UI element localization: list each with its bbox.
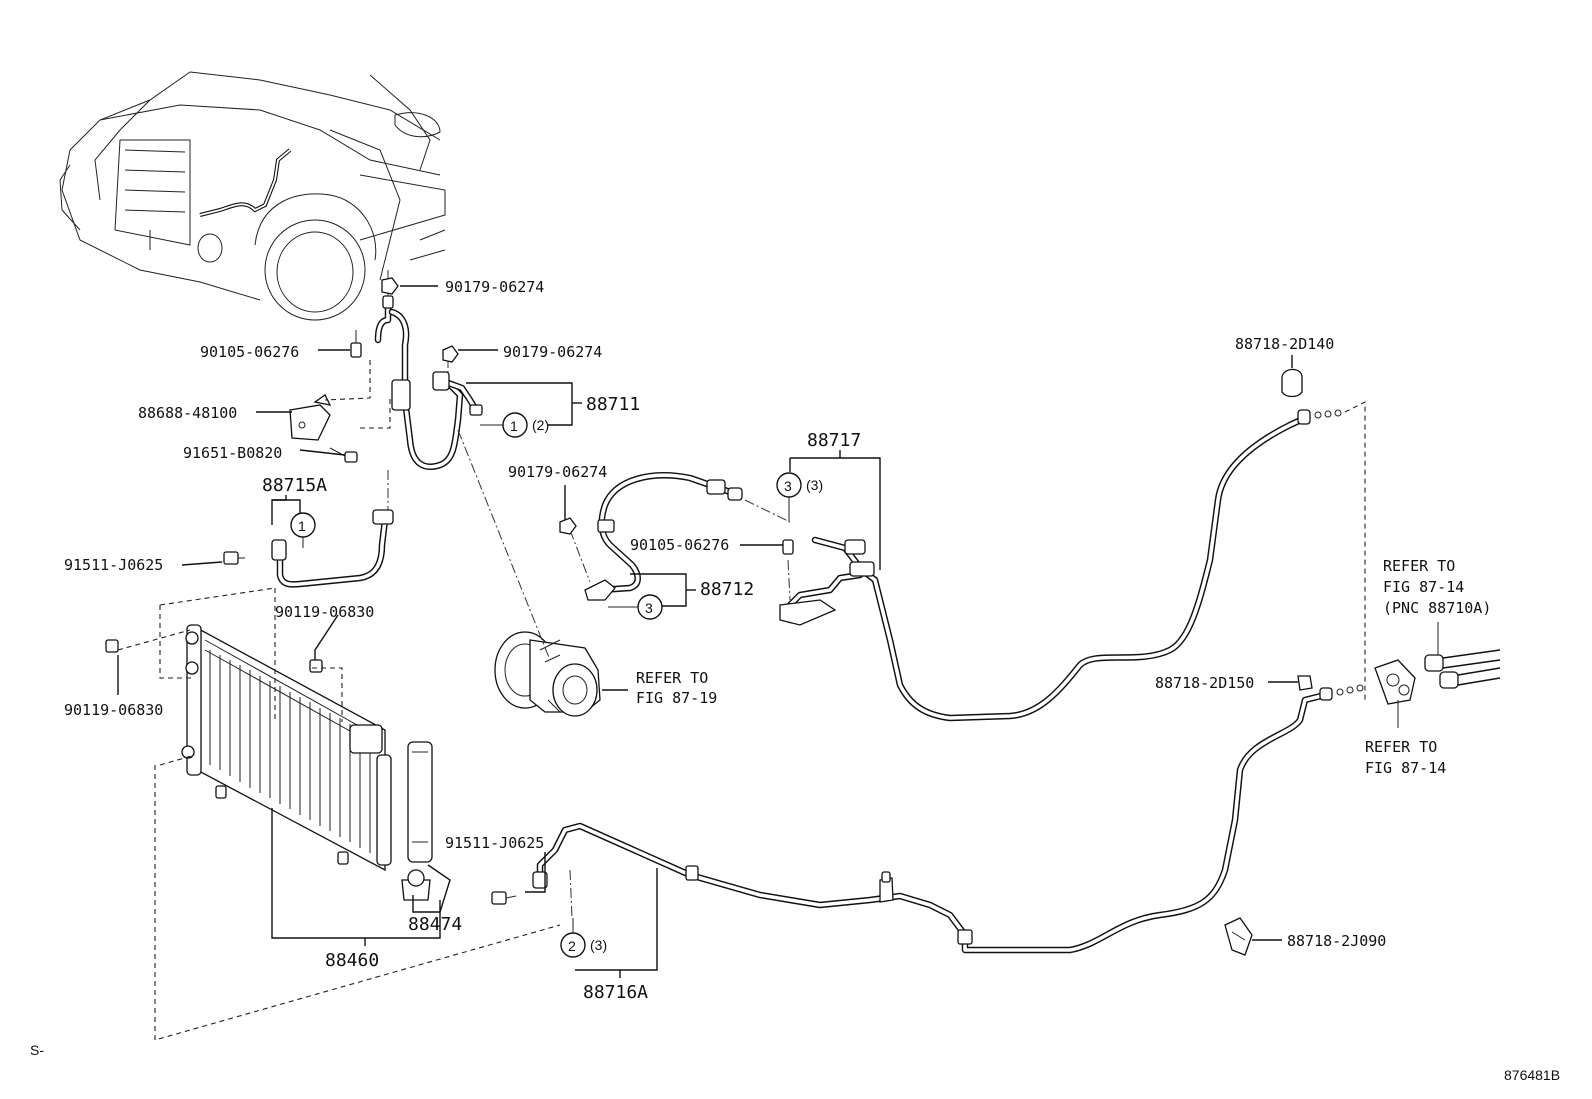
nut-90179-06274-top [381, 277, 399, 295]
nut-90179-06274-mid [442, 345, 459, 363]
callout-3-88717-qty: (3) [806, 477, 823, 493]
label-88711: 88711 [586, 394, 640, 415]
label-90179-06274-mid: 90179-06274 [503, 343, 602, 361]
label-88715A: 88715A [262, 475, 327, 496]
label-90179-06274-top: 90179-06274 [445, 278, 544, 296]
label-91511-J0625-left: 91511-J0625 [64, 556, 163, 574]
condenser-88460 [181, 624, 392, 872]
vehicle-front-illustration [59, 71, 446, 321]
callout-3-88717-number: 3 [784, 478, 792, 494]
label-88688-48100: 88688-48100 [138, 404, 237, 422]
label-88474: 88474 [408, 914, 462, 935]
callout-1-88711-qty: (2) [532, 417, 549, 433]
refer-right-top-line1: REFER TO [1383, 557, 1455, 575]
assembly-guide-dashes-condenser [117, 587, 561, 1041]
callout-1-88715a: 1 [290, 512, 316, 548]
refer-compressor-line1: REFER TO [636, 669, 708, 687]
bolt-91511-J0625-left [223, 551, 245, 565]
callout-1-88711-number: 1 [510, 418, 518, 434]
expansion-valve-block [1374, 622, 1501, 728]
label-91651-B0820: 91651-B0820 [183, 444, 282, 462]
label-90179-06274-compressor: 90179-06274 [508, 463, 607, 481]
label-88718-2J090: 88718-2J090 [1287, 932, 1386, 950]
cap-88718-2D150 [1297, 675, 1313, 691]
compressor-guide-line [457, 429, 551, 661]
leader-lines [117, 285, 1298, 978]
assembly-guide-dashes-top [324, 360, 391, 429]
label-88712: 88712 [700, 579, 754, 600]
label-90119-06830-lower: 90119-06830 [64, 701, 163, 719]
cap-88718-2D140 [1281, 368, 1303, 398]
receiver-88474 [401, 741, 433, 901]
discharge-hose-assembly [374, 270, 483, 470]
callout-3-88712-number: 3 [645, 600, 653, 616]
bracket-88688-48100 [289, 394, 332, 441]
label-90119-06830-upper: 90119-06830 [275, 603, 374, 621]
callout-2-88716a-number: 2 [568, 938, 576, 954]
refer-compressor-line2: FIG 87-19 [636, 689, 717, 707]
callout-2-88716a: 2 (3) [560, 918, 607, 958]
reference-notes: REFER TO FIG 87-19 REFER TO FIG 87-14 (P… [636, 557, 1491, 777]
refer-right-bottom-line1: REFER TO [1365, 738, 1437, 756]
callout-2-88716a-qty: (3) [590, 937, 607, 953]
label-90105-06276-mid: 90105-06276 [630, 536, 729, 554]
callout-3-88717: 3 (3) [776, 472, 823, 522]
suction-tube-88717 [779, 401, 1366, 722]
bolt-90119-06830-upper [309, 659, 323, 673]
nut-90105-06276-left [350, 330, 362, 358]
label-90105-06276-left: 90105-06276 [200, 343, 299, 361]
suction-hose-88712 [569, 472, 791, 601]
nut-90179-06274-compressor [559, 517, 577, 535]
bolt-90119-06830-lower [105, 639, 119, 653]
liquid-tube-88715a [271, 470, 394, 588]
corner-code-left: S- [30, 1042, 44, 1058]
bolt-91511-J0625-lower [491, 891, 517, 905]
callout-1-88711: 1 (2) [480, 412, 549, 438]
illustration-number: 876481B [1504, 1067, 1560, 1083]
callout-1-88715a-number: 1 [298, 518, 306, 534]
label-88717: 88717 [807, 430, 861, 451]
nut-90105-06276-mid [782, 539, 794, 601]
compressor [494, 631, 628, 717]
label-91511-J0625-lower: 91511-J0625 [445, 834, 544, 852]
part-labels: 90179-06274 90105-06276 90179-06274 8868… [64, 278, 1386, 1003]
label-88718-2D150: 88718-2D150 [1155, 674, 1254, 692]
label-88718-2D140: 88718-2D140 [1235, 335, 1334, 353]
label-88460: 88460 [325, 950, 379, 971]
liquid-tube-88716a [532, 684, 1364, 954]
refer-right-bottom-line2: FIG 87-14 [1365, 759, 1446, 777]
clamp-88718-2J090 [1224, 917, 1253, 956]
refer-right-top-line3: (PNC 88710A) [1383, 599, 1491, 617]
oring-guide-88716a [569, 869, 573, 919]
refer-right-top-line2: FIG 87-14 [1383, 578, 1464, 596]
callout-3-88712: 3 [608, 594, 663, 620]
label-88716A: 88716A [583, 982, 648, 1003]
